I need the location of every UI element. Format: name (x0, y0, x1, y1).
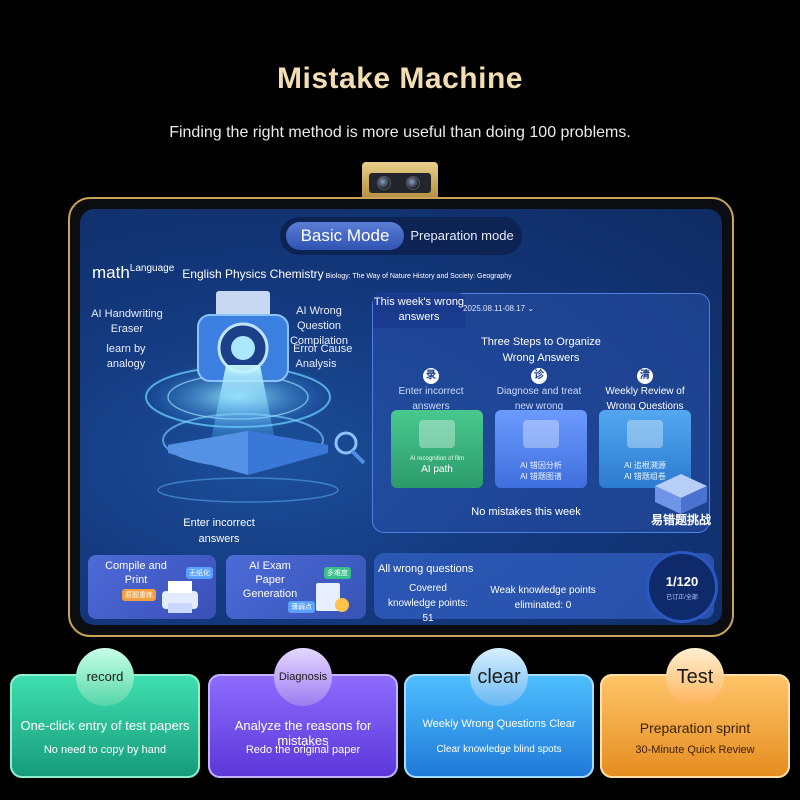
step-label: Enter incorrect answers (398, 386, 464, 412)
progress-value: 1/120 (665, 574, 699, 589)
document-image-icon (419, 420, 455, 448)
trace-image-icon (627, 420, 663, 448)
subject-language[interactable]: Language (129, 263, 175, 274)
correction-progress-ring[interactable]: 1/120 已订正/全部 (646, 551, 718, 623)
feature-sub-text: Clear knowledge blind spots (436, 744, 562, 755)
card-diagnose[interactable]: AI 错因分析 AI 错题图谱 (495, 410, 587, 488)
step-label: Weekly Review of Wrong Questions (605, 386, 685, 412)
card-enter[interactable]: AI recognition of film AI path (391, 410, 483, 488)
enter-incorrect-caption: Enter incorrect answers (183, 517, 255, 545)
feature-card-record: record One-click entry of test papers No… (10, 648, 200, 778)
tag-pill: 薄弱点 (288, 601, 315, 613)
feature-main-text: One-click entry of test papers (20, 718, 190, 733)
hero-subtitle: Finding the right method is more useful … (169, 124, 631, 141)
diagnose-step-icon: 诊 (531, 368, 547, 384)
feature-main-text: Weekly Wrong Questions Clear (422, 718, 576, 730)
compile-print-card[interactable]: Compile and Print 无纸化 原题重练 (88, 555, 216, 619)
mini-card-title: AI Exam Paper Generation (242, 560, 298, 600)
feature-card-clear: clear Weekly Wrong Questions Clear Clear… (404, 648, 594, 778)
stats-bar: All wrong questions Covered knowledge po… (374, 551, 718, 624)
feature-circle-diagnosis: Diagnosis (274, 648, 332, 706)
step-enter: 录 Enter incorrect answers (385, 368, 477, 414)
feature-circle-record: record (76, 648, 134, 706)
tag-pill: 多难度 (324, 567, 351, 579)
camera-module (362, 162, 438, 200)
feature-main-text: Analyze the reasons for mistakes (234, 718, 372, 748)
card-line: AI 追根溯源 (624, 461, 666, 470)
tag-handwriting-eraser: AI Handwriting Eraser (91, 308, 163, 335)
stats-title[interactable]: All wrong questions (378, 563, 474, 575)
step-review: 清 Weekly Review of Wrong Questions (599, 368, 691, 414)
tag-wrong-question-compilation: AI Wrong Question Compilation (289, 305, 349, 347)
camera-lens-icon (377, 176, 391, 190)
basic-mode-button[interactable]: Basic Mode (286, 222, 404, 250)
feature-circle-clear: clear (470, 648, 528, 706)
cube-icon (655, 474, 707, 514)
challenge-badge[interactable]: 易错题挑战 (649, 472, 713, 532)
ai-exam-paper-card[interactable]: AI Exam Paper Generation 多难度 薄弱点 (226, 555, 366, 619)
card-lines: AI 追根溯源 AI 错题组卷 (599, 460, 691, 482)
mini-card-title: Compile and Print (105, 560, 167, 586)
card-main-text: AI path (421, 464, 453, 475)
date-range-select[interactable]: 2025.08.11-08.17 ⌄ (463, 304, 534, 313)
scanner-illustration (138, 291, 366, 503)
camera-lens-icon (406, 176, 420, 190)
tag-pill: 无纸化 (186, 567, 213, 579)
progress-caption: 已订正/全部 (666, 595, 698, 601)
chevron-down-icon: ⌄ (527, 304, 535, 313)
challenge-badge-label: 易错题挑战 (650, 513, 711, 527)
card-line: AI 错因分析 (520, 461, 562, 470)
card-line: AI 错题图谱 (520, 472, 562, 481)
record-step-icon: 录 (423, 368, 439, 384)
weak-knowledge-points: Weak knowledge points eliminated: 0 (490, 585, 596, 611)
date-range-value: 2025.08.11-08.17 (463, 304, 526, 313)
exam-paper-icon (316, 583, 349, 612)
preparation-mode-button[interactable]: Preparation mode (410, 228, 514, 243)
subject-math[interactable]: math (92, 263, 130, 282)
panel-subtitle: Three Steps to Organize Wrong Answers (481, 336, 601, 364)
tablet-screen: Basic Mode Preparation mode mathLanguage… (80, 209, 722, 625)
weekly-wrong-answers-panel: This week's wrong answers 2025.08.11-08.… (372, 292, 713, 533)
tablet-device: Basic Mode Preparation mode mathLanguage… (68, 197, 734, 637)
feature-sub-text: No need to copy by hand (43, 744, 167, 756)
mode-switch: Basic Mode Preparation mode (280, 217, 522, 255)
tag-error-cause-analysis: AI Error Cause Analysis (279, 343, 353, 370)
tag-learn-by-analogy: learn by analogy (106, 343, 146, 370)
clear-step-icon: 清 (637, 368, 653, 384)
subject-extra-list[interactable]: Biology: The Way of Nature History and S… (325, 273, 512, 280)
panel-tab-weekly[interactable]: This week's wrong answers (373, 292, 465, 328)
analysis-image-icon (523, 420, 559, 448)
empty-state-text: No mistakes this week (471, 506, 581, 518)
card-tiny-text: AI recognition of film (409, 456, 465, 462)
subject-main-list[interactable]: English Physics Chemistry (182, 267, 324, 281)
tag-pill: 原题重练 (122, 589, 156, 601)
card-lines: AI 错因分析 AI 错题图谱 (495, 460, 587, 482)
feature-circle-test: Test (666, 648, 724, 706)
feature-card-diagnosis: Diagnosis Analyze the reasons for mistak… (208, 648, 398, 778)
card-review[interactable]: AI 追根溯源 AI 错题组卷 (599, 410, 691, 488)
card-line: AI 错题组卷 (624, 472, 666, 481)
feature-card-test: Test Preparation sprint 30-Minute Quick … (600, 648, 790, 778)
printer-icon (162, 581, 198, 613)
feature-main-text: Preparation sprint (639, 720, 751, 736)
feature-sub-text: Redo the original paper (245, 744, 361, 756)
hero-title: Mistake Machine (277, 62, 523, 95)
covered-knowledge-points: Covered knowledge points: 51 (387, 583, 469, 624)
feature-sub-text: 30-Minute Quick Review (635, 744, 755, 756)
